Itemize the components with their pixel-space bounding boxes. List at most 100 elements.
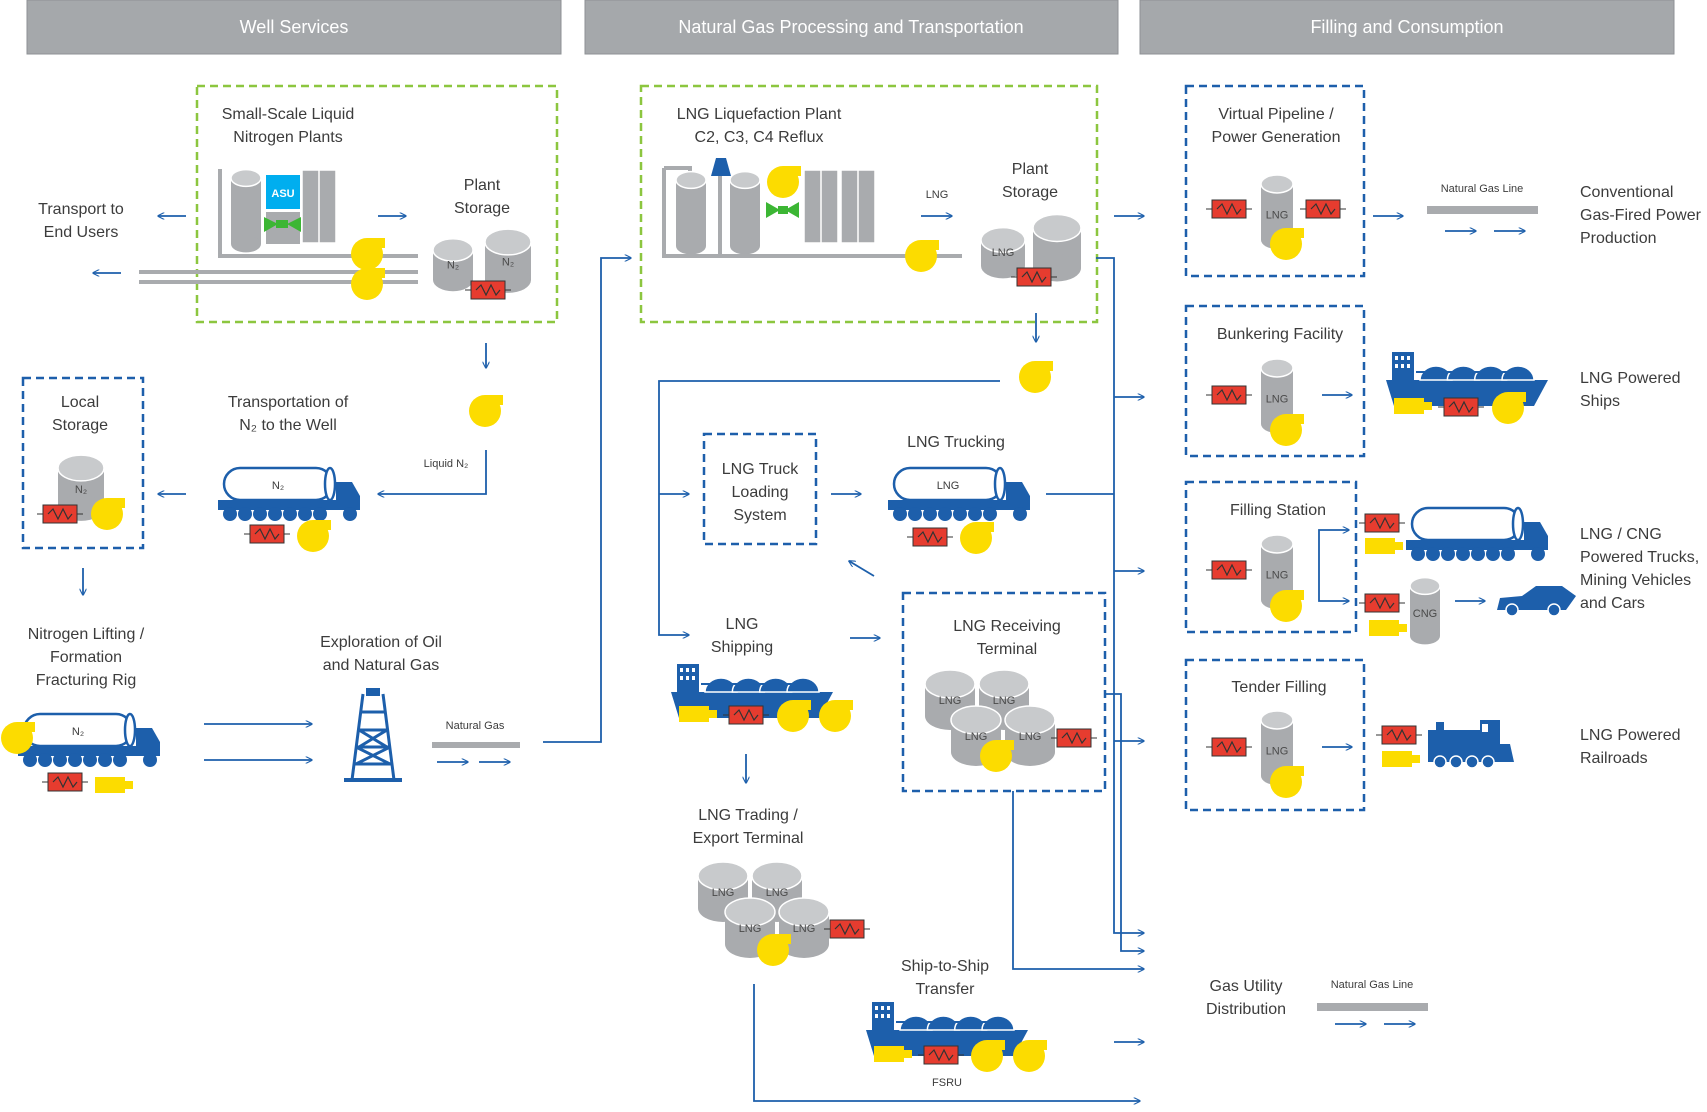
svg-text:N₂: N₂ <box>75 484 87 496</box>
reflux-drum-icon <box>711 158 731 176</box>
svg-text:LNG: LNG <box>1266 570 1289 582</box>
pump-icon <box>351 268 385 300</box>
header-processing-label: Natural Gas Processing and Transportatio… <box>678 17 1023 37</box>
heat-exchanger-icon <box>1051 728 1097 748</box>
small-label-group: Liquid N₂ Natural Gas LNG FSRU Natural G… <box>424 183 1524 1089</box>
receiving-terminal-box <box>901 591 1107 793</box>
flow-connectors <box>83 216 1525 1101</box>
asu-unit-icon <box>266 175 300 209</box>
svg-text:CNG: CNG <box>1413 608 1437 620</box>
motor-icon <box>1369 620 1407 636</box>
local-storage-equipment: N₂ <box>37 454 125 530</box>
pump-icon <box>905 240 939 272</box>
svg-text:LNG: LNG <box>992 247 1015 259</box>
car-icon <box>1497 586 1576 617</box>
lng-trucking-equipment: LNG <box>888 466 1030 554</box>
pump-icon <box>1270 228 1304 260</box>
svg-text:LNG: LNG <box>1266 210 1289 222</box>
truck-loading-box <box>702 432 818 546</box>
natural-gas-bar-small <box>432 742 520 748</box>
svg-text:LNG: LNG <box>939 695 962 707</box>
bunkering-equipment: LNG <box>1206 352 1548 446</box>
pump-icon <box>1019 361 1053 393</box>
lng-export-tank-icon: LNG <box>697 861 749 922</box>
heat-exchanger-icon <box>42 772 88 792</box>
virtual-pipeline-equipment: LNG <box>1206 174 1346 260</box>
heat-exchanger-icon <box>465 280 511 300</box>
liquid-n2-label: Liquid N₂ <box>424 458 469 470</box>
motor-icon <box>874 1046 912 1062</box>
heat-exchanger-icon <box>244 524 290 544</box>
compressor-icon <box>766 202 799 218</box>
svg-text:N₂: N₂ <box>502 257 514 269</box>
line-gas-to-liquefaction <box>543 258 631 743</box>
svg-text:N₂: N₂ <box>72 726 84 738</box>
lng-tank-icon: LNG <box>1260 534 1294 609</box>
pump-icon <box>469 395 503 427</box>
svg-text:LNG: LNG <box>937 480 960 492</box>
column-tank-icon <box>729 170 761 255</box>
locomotive-icon <box>1428 720 1514 769</box>
fsru-ship-icon <box>866 1002 1028 1056</box>
trunk-line-1 <box>1096 257 1144 933</box>
arrow-fs-to-cng <box>1318 571 1349 601</box>
pump-icon <box>297 520 331 552</box>
natural-gas-line-bar-bottom <box>1317 1003 1428 1011</box>
svg-text:LNG: LNG <box>965 731 988 743</box>
line-to-shipping <box>658 380 1000 635</box>
filling-station-equipment: LNG CNG <box>1206 506 1576 645</box>
local-storage-box <box>21 376 145 550</box>
n2-tank-icon: N₂ <box>57 454 105 521</box>
pump-icon <box>819 700 853 732</box>
tender-filling-equipment: LNG <box>1206 710 1514 798</box>
arrow-liquid-n2-to-truck <box>378 450 487 494</box>
bunkering-label: Bunkering Facility <box>1217 326 1343 343</box>
arrow-fs-to-truck <box>1318 530 1349 571</box>
heat-exchanger-icon <box>1359 513 1405 533</box>
tender-filling-box <box>1184 658 1366 812</box>
heat-exchanger-icon <box>1438 397 1484 417</box>
cng-tank-icon: CNG <box>1409 576 1441 645</box>
svg-text:LNG: LNG <box>766 887 789 899</box>
heat-exchanger-icon <box>1206 199 1252 219</box>
heat-exchanger-icon <box>1300 199 1346 219</box>
lng-shipping-equipment <box>671 664 853 732</box>
heat-exchanger-icon <box>918 1045 964 1065</box>
liquefaction-equipment: LNG <box>675 158 1082 393</box>
pump-icon <box>757 934 791 966</box>
lng-powered-truck-icon <box>1406 506 1548 561</box>
lng-plant-tank-icon: LNG <box>980 226 1026 279</box>
arrow-receiving-to-loading <box>849 561 875 577</box>
pump-icon <box>980 740 1014 772</box>
motor-icon <box>1382 751 1420 767</box>
motor-icon <box>1365 538 1403 554</box>
natural-gas-line-label-top: Natural Gas Line <box>1441 183 1524 195</box>
motor-icon <box>679 706 717 722</box>
pump-icon <box>91 498 125 530</box>
virtual-pipeline-label: Virtual Pipeline /Power Generation <box>1212 106 1341 146</box>
virtual-pipeline-box <box>1184 84 1366 278</box>
pump-icon <box>1270 414 1304 446</box>
heat-exchanger-icon <box>1376 725 1422 745</box>
small-scale-nitrogen-plant-box <box>195 84 559 324</box>
bunkering-box <box>1184 304 1366 458</box>
asu-label: ASU <box>271 188 294 200</box>
lng-tanker-truck-icon: LNG <box>888 466 1030 521</box>
lng-trucking-label: LNG Trucking <box>907 434 1005 451</box>
heat-exchanger-icon <box>1359 593 1405 613</box>
